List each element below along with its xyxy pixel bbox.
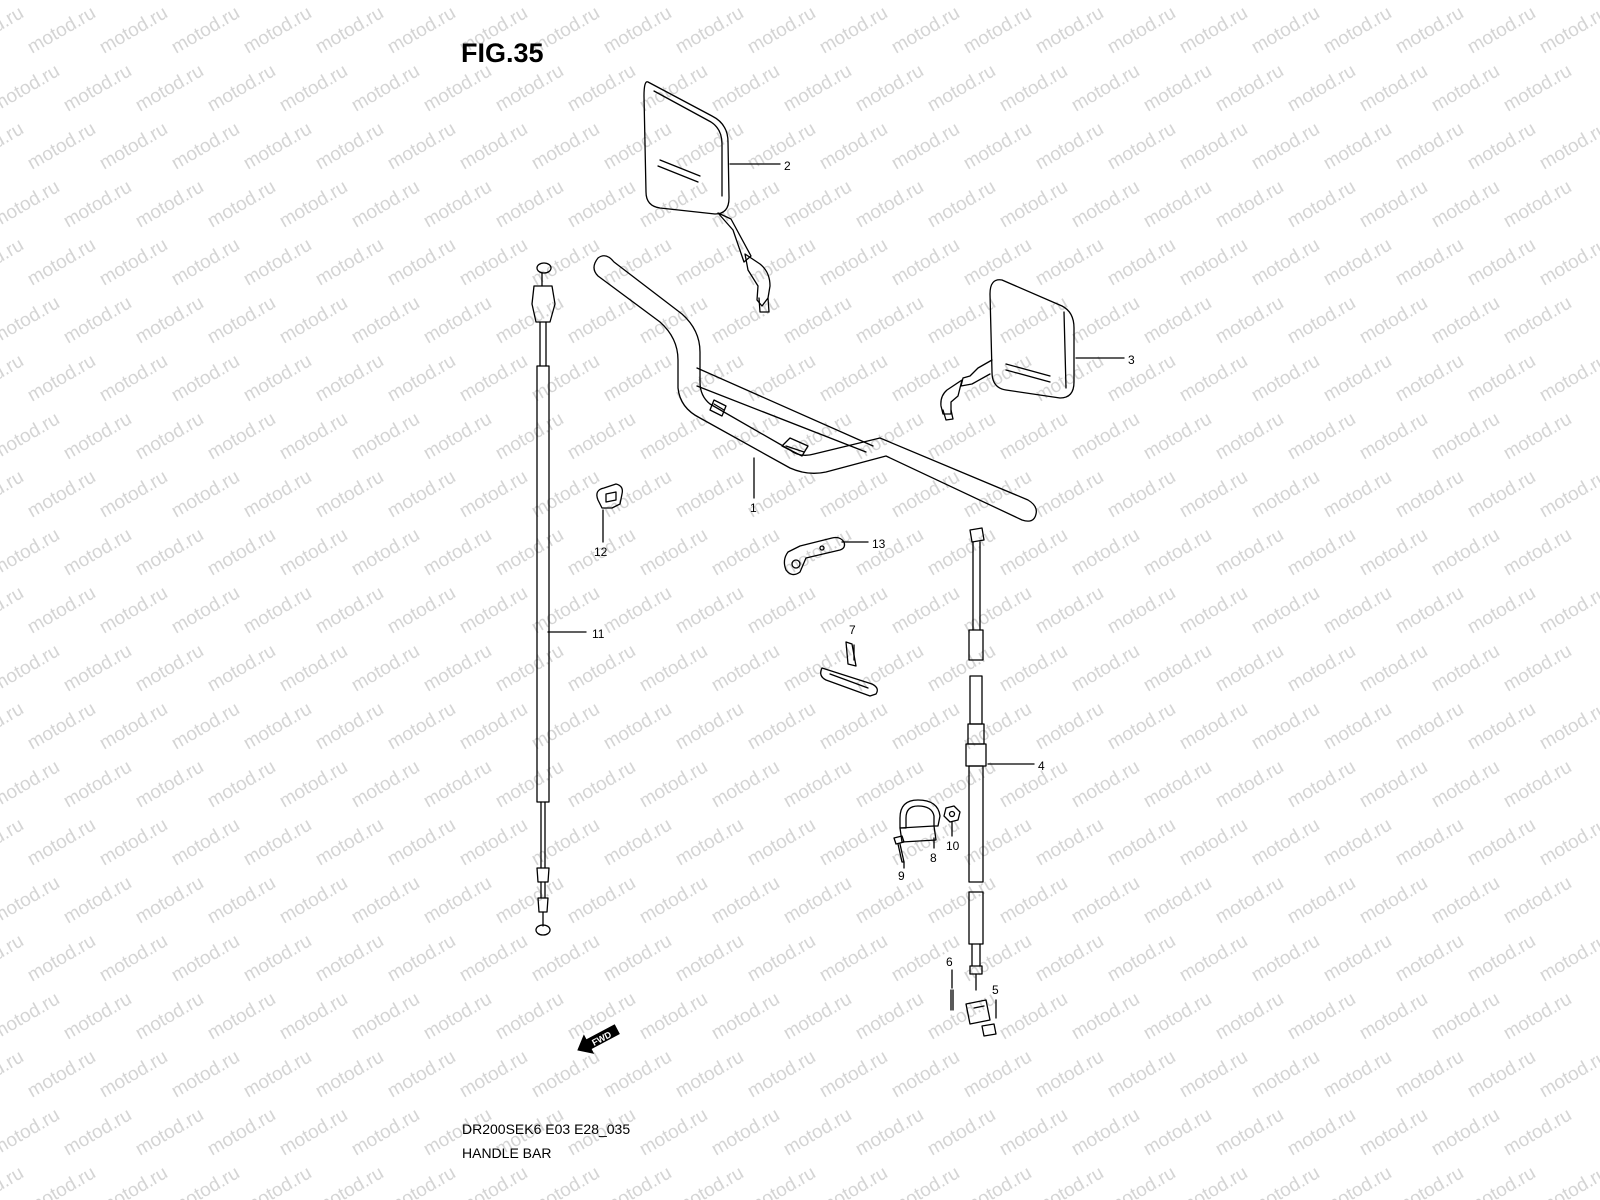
part-4-cable[interactable] xyxy=(965,527,987,991)
part-11-cable[interactable] xyxy=(531,262,556,936)
drawing-code: DR200SEK6 E03 E28_035 xyxy=(462,1121,631,1137)
callout-1: 1 xyxy=(750,501,757,515)
part-3-right-mirror[interactable] xyxy=(940,279,1075,421)
callout-11: 11 xyxy=(592,627,605,641)
part-13-bracket[interactable] xyxy=(783,536,846,576)
callout-7: 7 xyxy=(849,623,856,637)
part-12-clamp[interactable] xyxy=(596,483,624,509)
callout-4: 4 xyxy=(1038,759,1045,773)
figure-title: FIG.35 xyxy=(461,38,544,68)
leader-lines xyxy=(547,163,1125,1019)
part-2-left-mirror[interactable] xyxy=(643,81,771,313)
callout-3: 3 xyxy=(1128,353,1135,367)
callout-8: 8 xyxy=(930,851,937,865)
callout-6: 6 xyxy=(946,955,953,969)
callout-13: 13 xyxy=(872,537,886,551)
fwd-arrow-icon xyxy=(577,1024,620,1054)
part-6-pin[interactable] xyxy=(950,989,954,1011)
callout-labels: 2 3 1 4 11 12 13 7 8 10 9 6 5 xyxy=(592,159,1135,997)
callout-2: 2 xyxy=(784,159,791,173)
part-5-bolt[interactable] xyxy=(965,999,997,1037)
part-1-handle-bar[interactable] xyxy=(593,255,1037,522)
callout-10: 10 xyxy=(946,839,960,853)
callout-9: 9 xyxy=(898,869,905,883)
drawing-name: HANDLE BAR xyxy=(462,1145,552,1161)
part-7-lever[interactable] xyxy=(820,641,878,697)
part-9-screw[interactable] xyxy=(893,835,905,863)
callout-5: 5 xyxy=(992,983,999,997)
callout-12: 12 xyxy=(594,545,608,559)
part-8-clamp[interactable] xyxy=(899,799,941,843)
fwd-arrow: FWD xyxy=(577,1024,620,1054)
part-10-nut[interactable] xyxy=(943,805,961,823)
